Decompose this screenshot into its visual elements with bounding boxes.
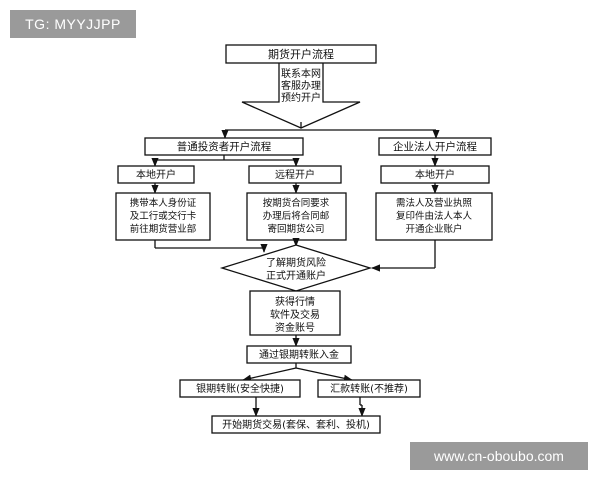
enterprise-local-desc-2: 复印件由法人本人 — [396, 210, 473, 222]
individual-local-desc-2: 及工行或交行卡 — [130, 210, 197, 222]
tg-tag: TG: MYYJJPP — [10, 10, 136, 38]
wire-transfer-box — [317, 379, 421, 398]
bank-transfer-box — [179, 379, 301, 398]
individual-remote-box — [248, 165, 342, 184]
individual-local-label: 本地开户 — [136, 168, 176, 181]
start-trading-box — [211, 415, 381, 434]
individual-remote-desc-2: 办理后将合同邮 — [263, 210, 330, 222]
software-line-2: 软件及交易 — [270, 308, 320, 321]
contact-line-2: 客服办理 — [281, 79, 321, 92]
individual-local-desc-3: 前往期货营业部 — [130, 223, 197, 235]
title-box — [225, 44, 377, 64]
start-trading-text: 开始期货交易(套保、套利、投机) — [222, 418, 370, 431]
wire-transfer-text: 汇款转账(不推荐) — [330, 382, 408, 395]
individual-remote-desc-1: 按期货合同要求 — [263, 197, 330, 209]
enterprise-local-desc-box — [375, 192, 493, 241]
individual-title: 普通投资者开户流程 — [177, 140, 272, 153]
watermark: www.cn-oboubo.com — [410, 442, 588, 470]
enterprise-local-desc-3: 开通企业账户 — [405, 223, 462, 235]
software-box — [249, 290, 341, 336]
bank-transfer-text: 银期转账(安全快捷) — [196, 382, 284, 395]
individual-local-desc-1: 携带本人身份证 — [130, 197, 197, 209]
risk-line-2: 正式开通账户 — [266, 269, 326, 282]
contact-line-1: 联系本网 — [281, 67, 321, 80]
deposit-box — [246, 345, 352, 364]
software-line-3: 资金账号 — [275, 321, 315, 334]
individual-remote-desc-box — [246, 192, 347, 241]
individual-remote-desc-3: 寄回期货公司 — [267, 223, 324, 235]
deposit-text: 通过银期转账入金 — [259, 348, 339, 361]
risk-line-1: 了解期货风险 — [266, 256, 326, 269]
big-down-arrow — [241, 61, 361, 129]
individual-local-desc-box — [115, 192, 211, 241]
enterprise-local-desc-1: 需法人及营业执照 — [396, 197, 473, 209]
individual-remote-label: 远程开户 — [275, 168, 315, 181]
enterprise-local-label: 本地开户 — [415, 168, 455, 181]
software-line-1: 获得行情 — [275, 295, 315, 308]
enterprise-title: 企业法人开户流程 — [393, 140, 477, 153]
contact-line-3: 预约开户 — [281, 91, 321, 104]
individual-local-box — [117, 165, 195, 184]
title-text: 期货开户流程 — [268, 47, 334, 61]
